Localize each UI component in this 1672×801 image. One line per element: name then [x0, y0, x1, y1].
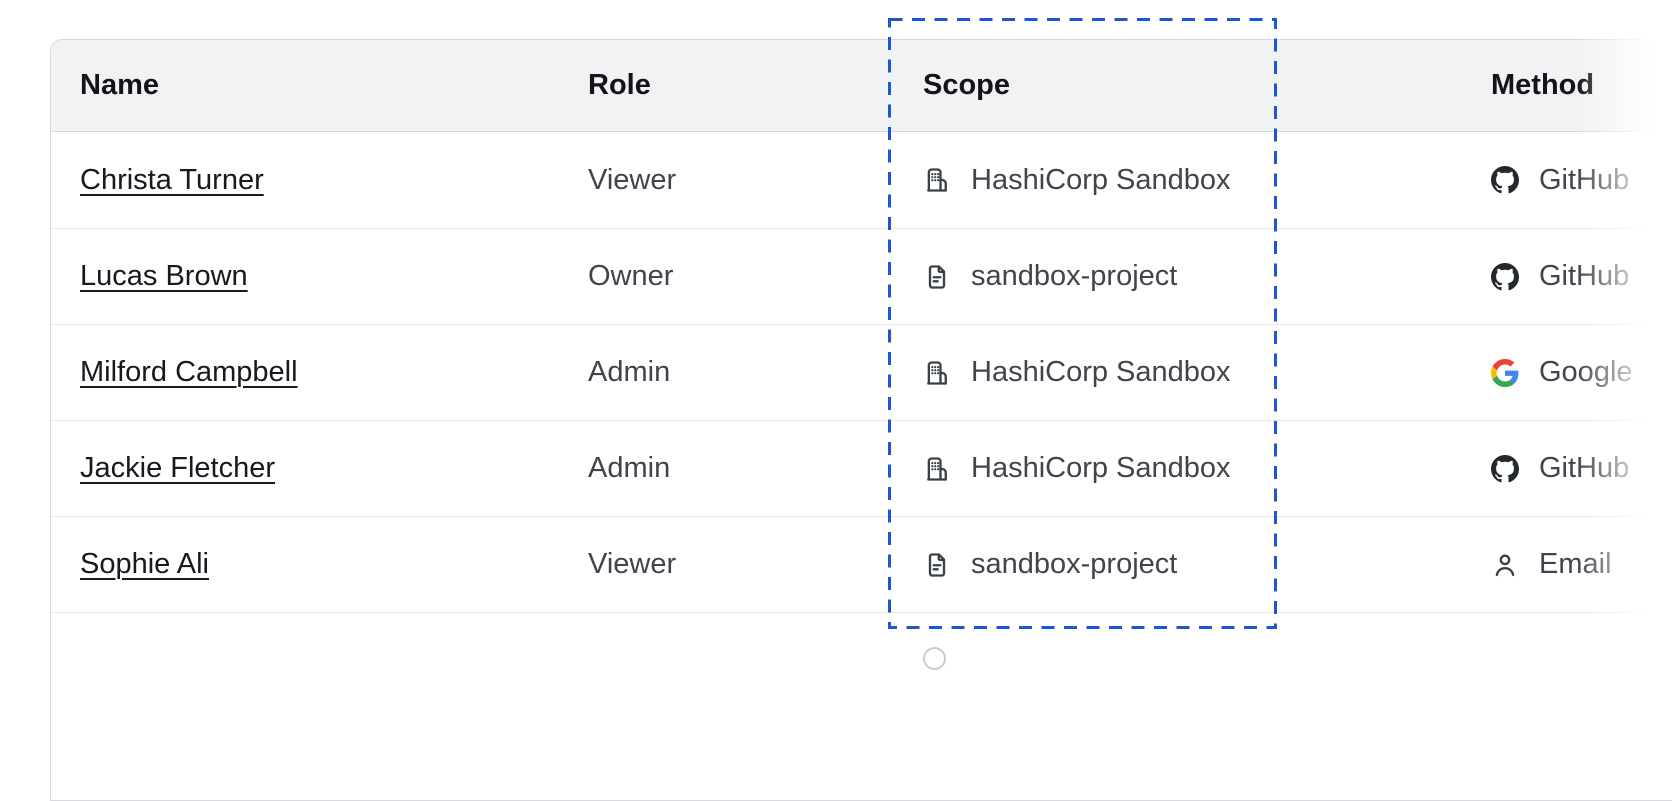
scope-label: HashiCorp Sandbox [971, 163, 1231, 196]
name-cell: Jackie Fletcher [51, 421, 554, 516]
building-icon [923, 166, 951, 194]
method-label: Google [1539, 356, 1633, 388]
github-icon [1491, 455, 1519, 483]
column-header-scope: Scope [923, 69, 1011, 101]
document-icon [923, 263, 951, 291]
member-name-link[interactable]: Christa Turner [80, 163, 264, 196]
member-name-link[interactable]: Sophie Ali [80, 548, 209, 580]
scope-label: sandbox-project [971, 260, 1178, 292]
building-icon [923, 455, 951, 483]
scope-label: HashiCorp Sandbox [971, 452, 1231, 484]
scope-cell: HashiCorp Sandbox [889, 325, 1457, 420]
method-label: Email [1539, 548, 1612, 580]
table-row: Lucas Brown Owner sandbox-project GitHub [51, 228, 1672, 324]
method-cell [1457, 613, 1672, 708]
table-row-partial [51, 612, 1672, 708]
document-icon [923, 551, 951, 579]
table-row: Milford Campbell Admin HashiCorp Sandbox… [51, 324, 1672, 420]
method-cell: GitHub [1457, 421, 1672, 516]
google-icon [1491, 359, 1519, 387]
scope-label: HashiCorp Sandbox [971, 356, 1231, 388]
scope-label: sandbox-project [971, 548, 1178, 580]
role-cell: Viewer [554, 132, 889, 228]
building-icon [923, 359, 951, 387]
table-body: Christa Turner Viewer HashiCorp Sandbox … [51, 132, 1672, 708]
table-row: Sophie Ali Viewer sandbox-project Email [51, 516, 1672, 612]
method-label: GitHub [1539, 452, 1630, 484]
role-cell: Admin [554, 325, 889, 420]
github-icon [1491, 263, 1519, 291]
method-cell: GitHub [1457, 229, 1672, 324]
table-header-row: Name Role Scope Method [51, 40, 1672, 132]
name-cell: Sophie Ali [51, 517, 554, 612]
role-cell: Admin [554, 421, 889, 516]
method-cell: Email [1457, 517, 1672, 612]
role-label: Viewer [588, 163, 677, 196]
name-cell: Christa Turner [51, 132, 554, 228]
user-icon [1491, 551, 1519, 579]
name-cell: Milford Campbell [51, 325, 554, 420]
role-label: Owner [588, 260, 674, 292]
scope-cell: HashiCorp Sandbox [889, 421, 1457, 516]
column-header-method: Method [1491, 69, 1595, 101]
role-label: Admin [588, 356, 671, 388]
scope-cell: HashiCorp Sandbox [889, 132, 1457, 228]
member-name-link[interactable]: Jackie Fletcher [80, 452, 276, 484]
method-cell: GitHub [1457, 132, 1672, 228]
clipped-icon [923, 647, 946, 670]
column-header-name: Name [80, 69, 159, 101]
method-cell: Google [1457, 325, 1672, 420]
name-cell: Lucas Brown [51, 229, 554, 324]
role-label: Admin [588, 452, 671, 484]
table-row: Jackie Fletcher Admin HashiCorp Sandbox … [51, 420, 1672, 516]
role-cell [554, 613, 889, 708]
method-label: GitHub [1539, 260, 1630, 292]
member-name-link[interactable]: Milford Campbell [80, 356, 298, 388]
member-name-link[interactable]: Lucas Brown [80, 260, 248, 292]
name-cell [51, 613, 554, 708]
members-table: Name Role Scope Method Christa Turner Vi… [50, 39, 1672, 801]
role-label: Viewer [588, 548, 677, 580]
scope-cell: sandbox-project [889, 517, 1457, 612]
table-row: Christa Turner Viewer HashiCorp Sandbox … [51, 132, 1672, 228]
role-cell: Owner [554, 229, 889, 324]
github-icon [1491, 166, 1519, 194]
role-cell: Viewer [554, 517, 889, 612]
method-label: GitHub [1539, 163, 1630, 196]
scope-cell: sandbox-project [889, 229, 1457, 324]
scope-cell [889, 613, 1457, 708]
column-header-role: Role [588, 69, 651, 101]
